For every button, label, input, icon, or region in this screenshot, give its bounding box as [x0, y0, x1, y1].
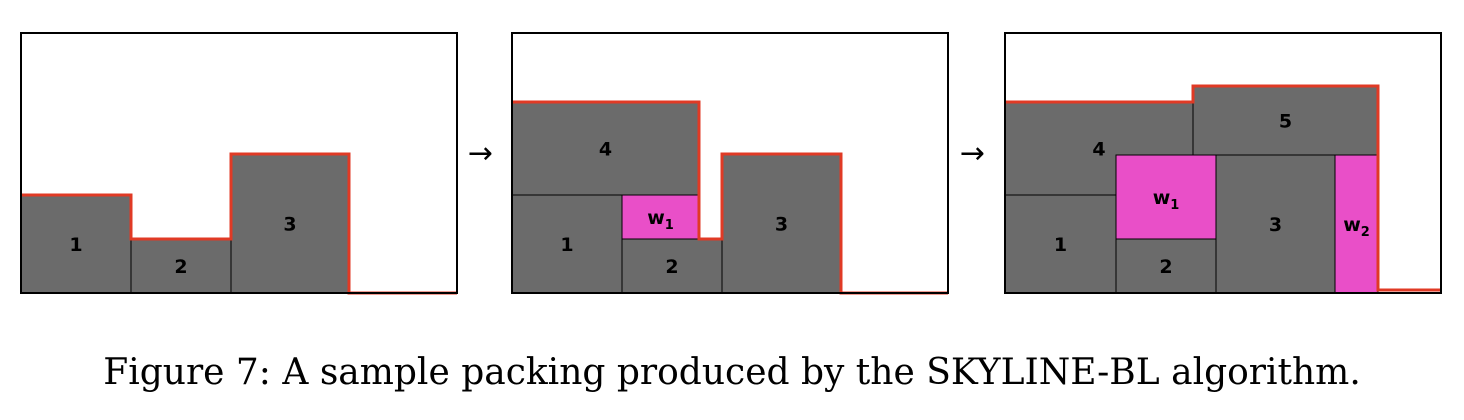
placed-rect-2-panel-2 — [621, 238, 723, 294]
rect-label: 1 — [69, 234, 82, 256]
rect-label: 3 — [283, 214, 296, 236]
rect-label: 3 — [1269, 214, 1282, 236]
rect-label: 5 — [1279, 111, 1292, 133]
skyline-line-1 — [21, 152, 457, 295]
rect-label: 1 — [560, 234, 573, 256]
rect-label: 2 — [174, 256, 187, 278]
rect-label: 2 — [665, 256, 678, 278]
bin-border-3 — [1004, 32, 1442, 294]
arrow-icon: → — [960, 136, 985, 171]
rect-label: 3 — [775, 214, 788, 236]
placed-rect-3-panel-3 — [1215, 154, 1336, 294]
rect-label: 4 — [1092, 139, 1105, 161]
placed-rect-3-panel-1 — [230, 153, 350, 294]
figure-caption: Figure 7: A sample packing produced by t… — [103, 352, 1361, 393]
skyline-line-3 — [1005, 84, 1441, 292]
placed-rect-1-panel-1 — [20, 194, 132, 294]
rect-label: 4 — [599, 139, 612, 161]
placed-rect-5-panel-3 — [1192, 85, 1379, 156]
waste-rect-w2-panel-3 — [1334, 154, 1379, 294]
rect-label: 1 — [1054, 234, 1067, 256]
skyline-line-2 — [512, 100, 948, 295]
placed-rect-1-panel-2 — [511, 194, 623, 294]
rect-label: 2 — [1159, 256, 1172, 278]
bin-border-2 — [511, 32, 949, 294]
waste-rect-w1-panel-3 — [1115, 154, 1217, 240]
bin-border-1 — [20, 32, 458, 294]
placed-rect-1-panel-3 — [1004, 194, 1117, 294]
placed-rect-4-panel-2 — [511, 101, 700, 196]
placed-rect-3-panel-2 — [721, 153, 842, 294]
arrow-icon: → — [468, 136, 493, 171]
